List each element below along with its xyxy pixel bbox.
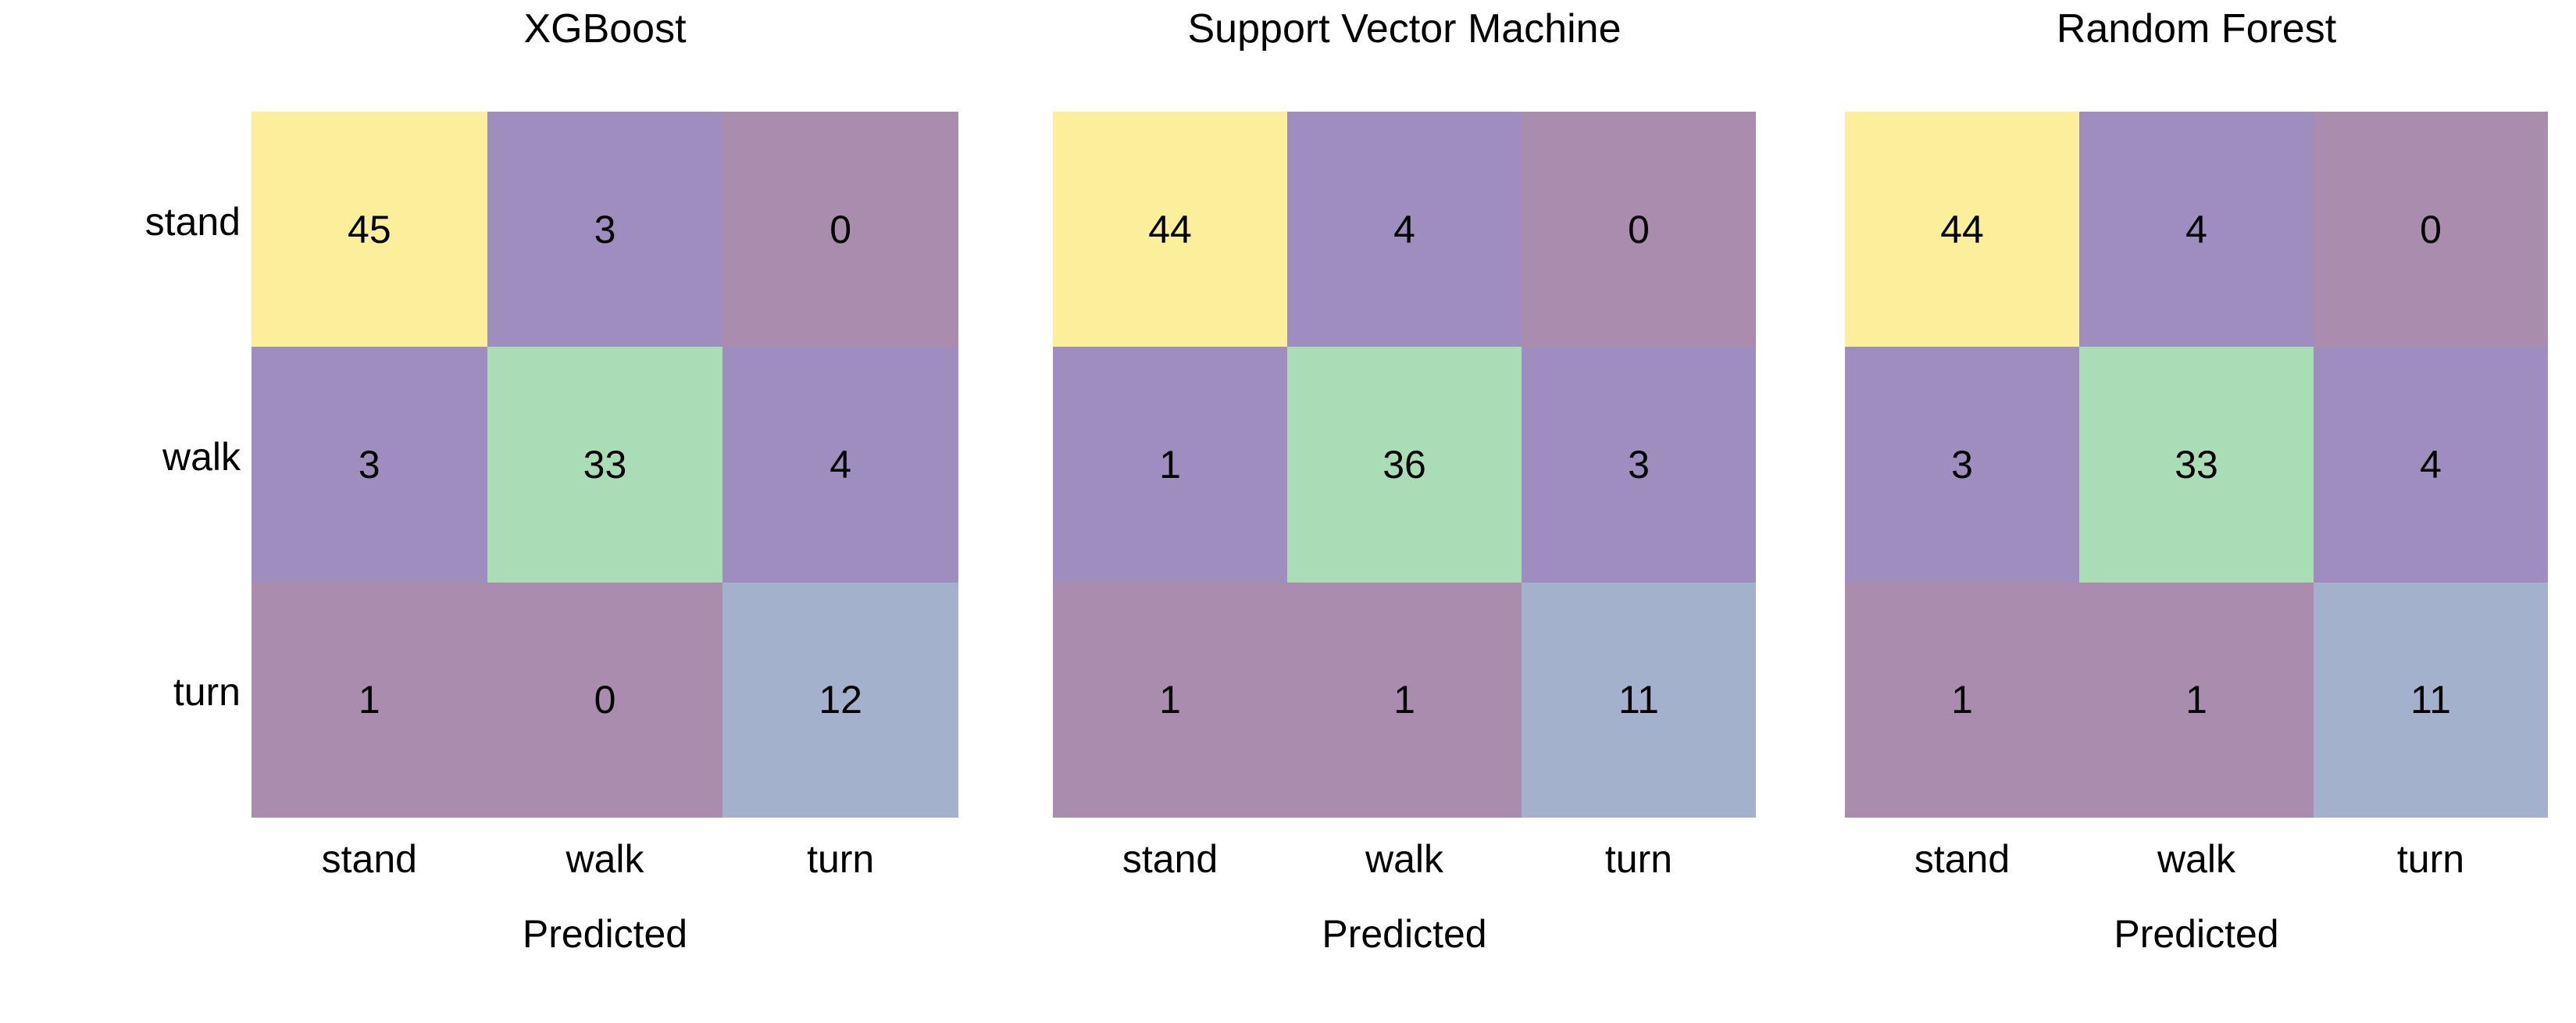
cell-turn-turn[interactable]: 12 xyxy=(722,582,958,818)
x-tick-turn: turn xyxy=(807,837,875,881)
y-tick-turn: turn xyxy=(173,670,241,714)
cell-walk-stand[interactable]: 3 xyxy=(1845,347,2079,583)
cell-stand-walk[interactable]: 4 xyxy=(1287,112,1522,348)
cell-walk-walk[interactable]: 33 xyxy=(487,347,723,583)
cell-stand-walk[interactable]: 4 xyxy=(2079,112,2314,348)
x-tick-walk: walk xyxy=(566,837,644,881)
cell-stand-turn[interactable]: 0 xyxy=(722,112,958,348)
x-tick-labels-support-vector-machine: stand walk turn xyxy=(1053,837,1756,881)
cell-turn-stand[interactable]: 1 xyxy=(1053,582,1287,818)
x-tick-walk: walk xyxy=(2157,837,2236,881)
panel-title-xgboost: XGBoost xyxy=(523,6,687,52)
cell-walk-turn[interactable]: 4 xyxy=(722,347,958,583)
panel-title-random-forest: Random Forest xyxy=(2056,6,2337,52)
cell-walk-turn[interactable]: 3 xyxy=(1522,347,1756,583)
cell-turn-turn[interactable]: 11 xyxy=(2314,582,2548,818)
x-tick-stand: stand xyxy=(1122,837,1218,881)
cell-walk-stand[interactable]: 1 xyxy=(1053,347,1287,583)
cell-stand-turn[interactable]: 0 xyxy=(1522,112,1756,348)
cell-stand-stand[interactable]: 44 xyxy=(1053,112,1287,348)
cell-walk-walk[interactable]: 36 xyxy=(1287,347,1522,583)
x-tick-labels-xgboost: stand walk turn xyxy=(252,837,958,881)
cell-stand-walk[interactable]: 3 xyxy=(487,112,723,348)
x-axis-title-xgboost: Predicted xyxy=(522,912,688,956)
cell-walk-turn[interactable]: 4 xyxy=(2314,347,2548,583)
cell-turn-walk[interactable]: 1 xyxy=(2079,582,2314,818)
cell-walk-stand[interactable]: 3 xyxy=(252,347,487,583)
panel-support-vector-machine: Support Vector Machine 44 4 0 1 36 3 1 1… xyxy=(1053,0,1756,1023)
x-tick-labels-random-forest: stand walk turn xyxy=(1845,837,2548,881)
heatmap-xgboost: 45 3 0 3 33 4 1 0 12 xyxy=(252,112,958,818)
y-tick-walk: walk xyxy=(162,435,241,479)
y-tick-stand: stand xyxy=(144,200,241,244)
panel-xgboost: XGBoost True stand walk turn 45 3 0 3 33… xyxy=(145,0,958,1023)
x-tick-stand: stand xyxy=(321,837,417,881)
cell-turn-stand[interactable]: 1 xyxy=(252,582,487,818)
x-tick-turn: turn xyxy=(2396,837,2465,881)
cell-stand-stand[interactable]: 45 xyxy=(252,112,487,348)
heatmap-random-forest: 44 4 0 3 33 4 1 1 11 xyxy=(1845,112,2548,818)
cell-stand-stand[interactable]: 44 xyxy=(1845,112,2079,348)
panel-title-support-vector-machine: Support Vector Machine xyxy=(1187,6,1622,52)
cell-turn-walk[interactable]: 1 xyxy=(1287,582,1522,818)
panel-random-forest: Random Forest 44 4 0 3 33 4 1 1 11 stand… xyxy=(1845,0,2548,1023)
x-axis-title-support-vector-machine: Predicted xyxy=(1322,912,1487,956)
cell-stand-turn[interactable]: 0 xyxy=(2314,112,2548,348)
x-tick-stand: stand xyxy=(1914,837,2010,881)
cell-turn-walk[interactable]: 0 xyxy=(487,582,723,818)
heatmap-support-vector-machine: 44 4 0 1 36 3 1 1 11 xyxy=(1053,112,1756,818)
y-tick-labels: stand walk turn xyxy=(61,112,241,818)
cell-walk-walk[interactable]: 33 xyxy=(2079,347,2314,583)
cell-turn-turn[interactable]: 11 xyxy=(1522,582,1756,818)
x-tick-turn: turn xyxy=(1604,837,1673,881)
cell-turn-stand[interactable]: 1 xyxy=(1845,582,2079,818)
x-tick-walk: walk xyxy=(1365,837,1444,881)
x-axis-title-random-forest: Predicted xyxy=(2114,912,2279,956)
